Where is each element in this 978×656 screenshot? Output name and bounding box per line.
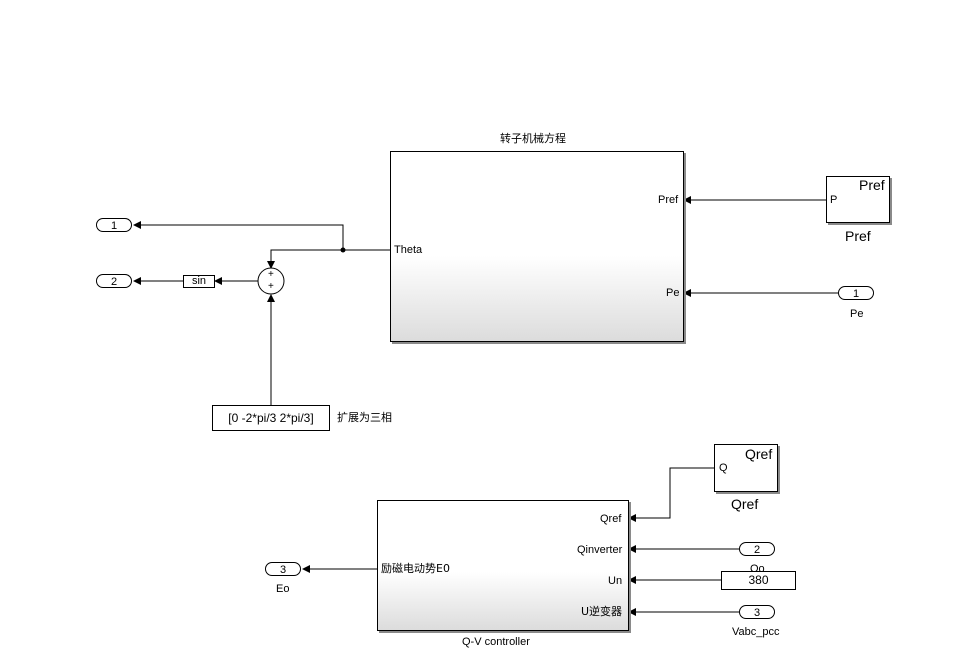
qv-port-qref: Qref <box>600 513 622 525</box>
qref-step-block[interactable] <box>714 444 778 492</box>
sin-block[interactable]: sin <box>183 275 215 288</box>
rotor-subsystem-block[interactable] <box>390 151 684 342</box>
line-qref <box>628 467 714 522</box>
qv-port-e0: 励磁电动势E0 <box>381 562 450 575</box>
qref-block-title: Qref <box>745 446 773 462</box>
phase-constant-annotation: 扩展为三相 <box>337 411 392 424</box>
pref-block-title: Pref <box>859 177 885 193</box>
rotor-port-theta: Theta <box>394 244 423 256</box>
qv-port-uinverter: U逆变器 <box>581 605 623 618</box>
line-theta-to-sum <box>267 249 343 269</box>
qref-block-port: Q <box>719 462 728 474</box>
vabc-inport[interactable]: 3 <box>739 605 775 619</box>
eo-outport-label: Eo <box>276 583 290 595</box>
outport-2[interactable]: 2 <box>96 274 132 288</box>
vabc-inport-label: Vabc_pcc <box>732 626 780 638</box>
pe-inport-label: Pe <box>850 308 864 320</box>
pref-block-label: Pref <box>845 228 871 244</box>
pe-inport[interactable]: 1 <box>838 286 874 300</box>
un-constant-block[interactable]: 380 <box>721 571 796 590</box>
sum-sign-bottom: + <box>268 281 274 292</box>
outport-1[interactable]: 1 <box>96 218 132 232</box>
qv-port-qinverter: Qinverter <box>577 544 623 556</box>
qo-inport[interactable]: 2 <box>739 542 775 556</box>
sum-block <box>257 267 285 295</box>
phase-constant-block[interactable]: [0 -2*pi/3 2*pi/3] <box>212 405 330 431</box>
sum-sign-top: + <box>268 269 274 280</box>
line-theta-to-out1 <box>133 221 344 250</box>
qv-controller-block[interactable] <box>377 500 629 631</box>
rotor-subsystem-title: 转子机械方程 <box>500 132 566 145</box>
rotor-port-pref: Pref <box>658 194 679 206</box>
qv-port-un: Un <box>608 575 623 587</box>
branch-junction <box>340 247 346 253</box>
eo-outport[interactable]: 3 <box>265 562 301 576</box>
rotor-port-pe: Pe <box>666 287 680 299</box>
pref-block-port: P <box>830 194 838 206</box>
pref-step-block[interactable] <box>826 176 890 223</box>
qv-controller-label: Q-V controller <box>462 636 530 648</box>
qref-block-label: Qref <box>731 496 759 512</box>
